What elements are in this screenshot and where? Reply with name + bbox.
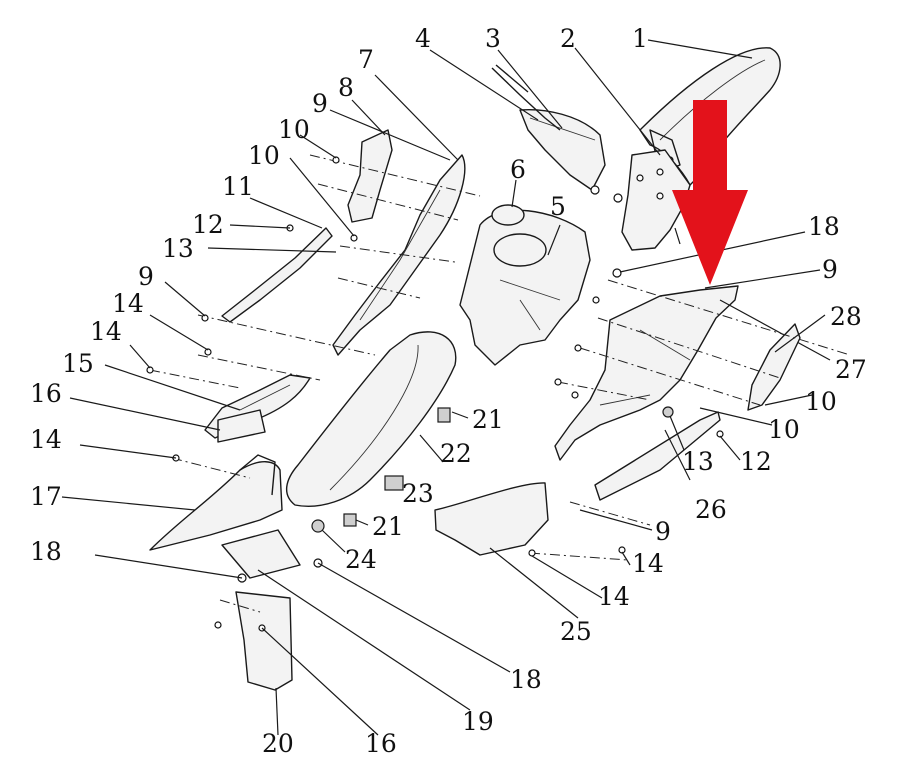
callout-18-a: 18 bbox=[30, 537, 62, 566]
part-19-flap-bracket bbox=[221, 529, 471, 711]
callout-10-d: 10 bbox=[768, 415, 800, 444]
callout-20: 20 bbox=[262, 729, 294, 758]
callout-12-b: 12 bbox=[740, 447, 772, 476]
part-13-right-grommet bbox=[662, 406, 685, 451]
callout-14-c: 14 bbox=[30, 425, 62, 454]
part-27-right-shroud bbox=[554, 285, 831, 461]
callout-25: 25 bbox=[560, 617, 592, 646]
part-2-front-number-plate bbox=[574, 47, 691, 251]
callout-14-a: 14 bbox=[112, 289, 144, 318]
part-11-side-strip bbox=[221, 197, 333, 323]
callout-3: 3 bbox=[485, 24, 501, 53]
part-17-rear-fender bbox=[61, 454, 283, 551]
callout-11: 11 bbox=[222, 172, 254, 201]
part-25-right-side-cover bbox=[434, 482, 579, 619]
callout-28: 28 bbox=[830, 302, 862, 331]
part-7-left-shroud bbox=[332, 74, 466, 356]
callout-18-b: 18 bbox=[808, 212, 840, 241]
callout-15: 15 bbox=[62, 349, 94, 378]
callout-19: 19 bbox=[462, 707, 494, 736]
part-21-seat-bracket bbox=[343, 407, 469, 527]
callout-21-a: 21 bbox=[472, 405, 504, 434]
callout-13-b: 13 bbox=[682, 447, 714, 476]
part-8-shroud-panel bbox=[347, 99, 393, 223]
callout-16-a: 16 bbox=[30, 379, 62, 408]
part-26-lower-strip bbox=[594, 411, 721, 501]
callout-10-a: 10 bbox=[278, 115, 310, 144]
callout-9-c: 9 bbox=[822, 255, 838, 284]
callout-22: 22 bbox=[440, 439, 472, 468]
part-16-cover-plate bbox=[69, 397, 266, 443]
callout-16-b: 16 bbox=[365, 729, 397, 758]
part-28-right-panel bbox=[747, 314, 826, 411]
callout-26: 26 bbox=[695, 495, 727, 524]
callout-14-b: 14 bbox=[90, 317, 122, 346]
assembly-lines bbox=[149, 154, 851, 613]
part-22-seat bbox=[286, 331, 457, 507]
callout-24: 24 bbox=[345, 545, 377, 574]
callout-10-b: 10 bbox=[248, 141, 280, 170]
red-down-arrow-icon bbox=[672, 100, 748, 285]
callout-10-c: 10 bbox=[805, 387, 837, 416]
callout-12-a: 12 bbox=[192, 210, 224, 239]
part-24-collar bbox=[311, 519, 346, 553]
callout-9-a: 9 bbox=[312, 89, 328, 118]
callout-21-b: 21 bbox=[372, 512, 404, 541]
callout-2: 2 bbox=[560, 24, 576, 53]
part-5-fuel-tank bbox=[459, 209, 591, 366]
callout-1: 1 bbox=[632, 24, 648, 53]
callout-6: 6 bbox=[510, 155, 526, 184]
leader-lines bbox=[79, 109, 821, 736]
callout-23: 23 bbox=[402, 479, 434, 508]
callout-4: 4 bbox=[415, 24, 431, 53]
callout-9-d: 9 bbox=[655, 517, 671, 546]
part-23-seat-latch bbox=[384, 475, 404, 491]
callout-7: 7 bbox=[358, 45, 374, 74]
callout-5: 5 bbox=[550, 192, 566, 221]
part-4-strip bbox=[429, 49, 561, 131]
callout-17: 17 bbox=[30, 482, 62, 511]
callout-labels: 1 2 3 4 5 6 7 8 9 9 9 9 10 10 10 10 11 1… bbox=[30, 24, 867, 758]
part-6-fuel-cap bbox=[491, 179, 525, 226]
callout-9-b: 9 bbox=[138, 262, 154, 291]
callout-8: 8 bbox=[338, 73, 354, 102]
callout-14-e: 14 bbox=[598, 582, 630, 611]
part-20-mud-flap bbox=[235, 591, 293, 736]
callout-14-d: 14 bbox=[632, 549, 664, 578]
callout-18-c: 18 bbox=[510, 665, 542, 694]
callout-27: 27 bbox=[835, 355, 867, 384]
callout-13-a: 13 bbox=[162, 234, 194, 263]
